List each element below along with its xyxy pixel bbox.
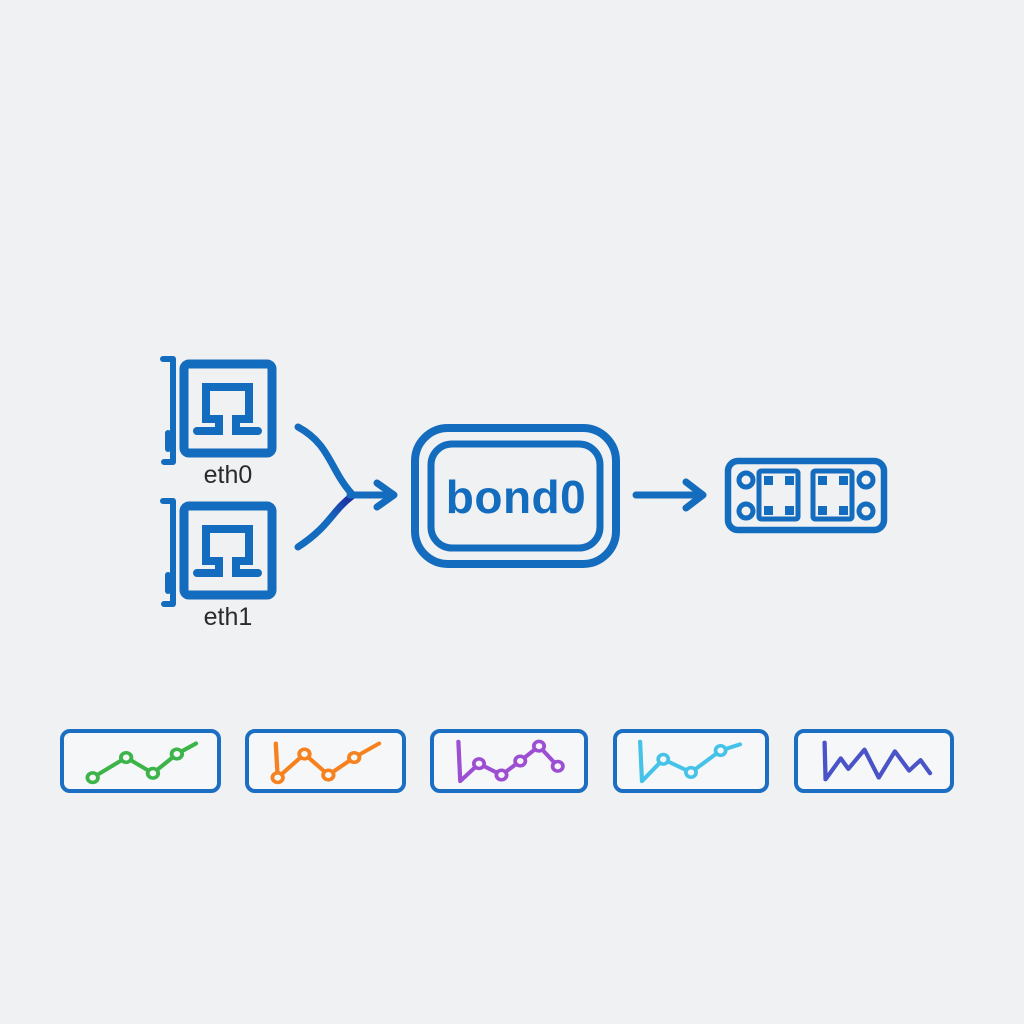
bond0-label: bond0 [446, 471, 586, 523]
bond0-box: bond0 [411, 424, 620, 568]
ethernet-port-icon [759, 471, 798, 519]
merge-arrow-icon [294, 423, 398, 551]
dual-port-adapter-icon [724, 457, 888, 534]
eth0-label: eth0 [204, 461, 253, 489]
eth1-nic-card-icon [163, 501, 272, 604]
eth1-label: eth1 [204, 603, 253, 631]
right-arrow-icon [632, 478, 707, 512]
ethernet-port-icon [813, 471, 852, 519]
eth0-nic-card-icon [163, 359, 272, 462]
